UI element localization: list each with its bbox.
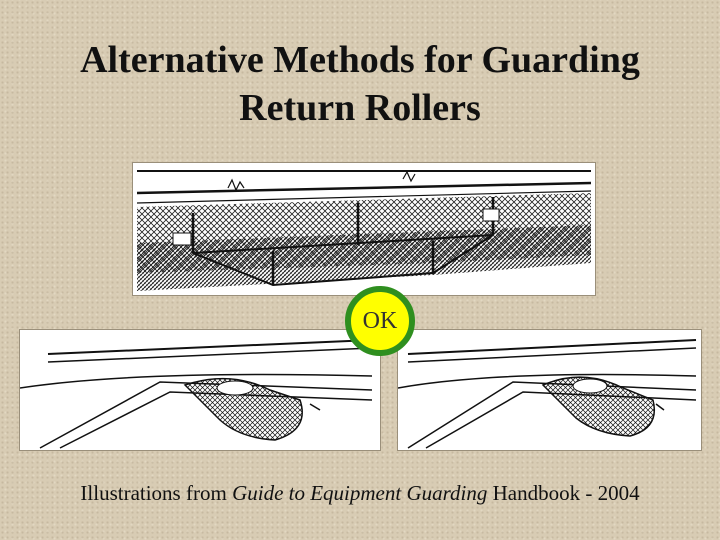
caption-prefix: Illustrations from bbox=[80, 481, 233, 505]
slide-title: Alternative Methods for Guarding Return … bbox=[0, 36, 720, 132]
caption-suffix: Handbook - 2004 bbox=[487, 481, 640, 505]
slide-caption: Illustrations from Guide to Equipment Gu… bbox=[0, 481, 720, 506]
roller-guard-illustration-right bbox=[397, 329, 702, 451]
roller-guard-illustration-top bbox=[132, 162, 596, 296]
caption-book-title: Guide to Equipment Guarding bbox=[232, 481, 488, 505]
tub-guard-drawing-left bbox=[20, 339, 373, 449]
slide-title-line-1: Alternative Methods for Guarding bbox=[80, 39, 640, 81]
ok-badge-label: OK bbox=[362, 307, 398, 334]
roller-guard-illustration-left bbox=[19, 329, 381, 451]
slide-title-line-2: Return Rollers bbox=[239, 87, 481, 129]
ok-badge: OK bbox=[345, 286, 415, 356]
tub-guard-drawing-right bbox=[398, 339, 697, 449]
mesh-guard-drawing bbox=[136, 170, 592, 291]
